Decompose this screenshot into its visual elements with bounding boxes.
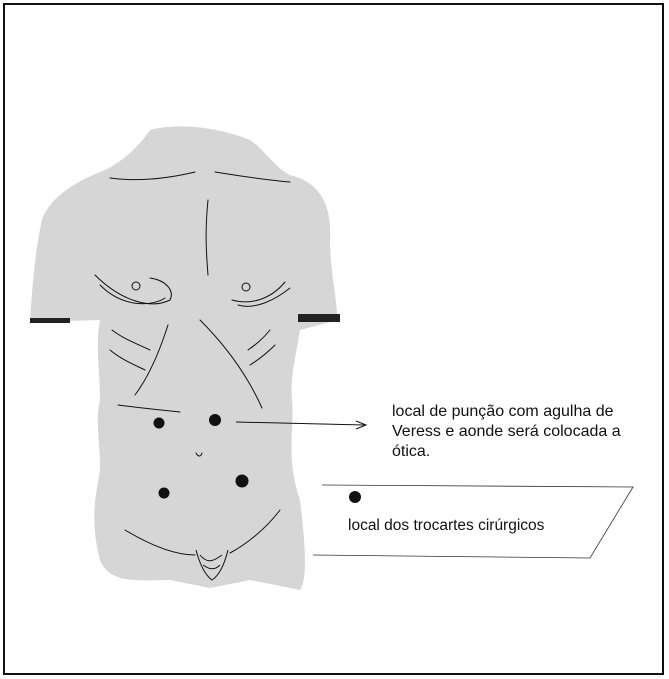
right-arm-stub: [298, 314, 340, 322]
marker-dot: [159, 488, 170, 499]
torso-silhouette: [30, 126, 338, 590]
veress-annotation: local de punção com agulha de Veress e a…: [392, 402, 662, 462]
marker-dot: [209, 414, 221, 426]
legend-marker-dot: [349, 491, 361, 503]
marker-dot: [236, 475, 249, 488]
marker-dot: [154, 418, 165, 429]
legend-annotation: local dos trocartes cirúrgicos: [348, 516, 544, 536]
left-arm-stub: [30, 318, 70, 323]
